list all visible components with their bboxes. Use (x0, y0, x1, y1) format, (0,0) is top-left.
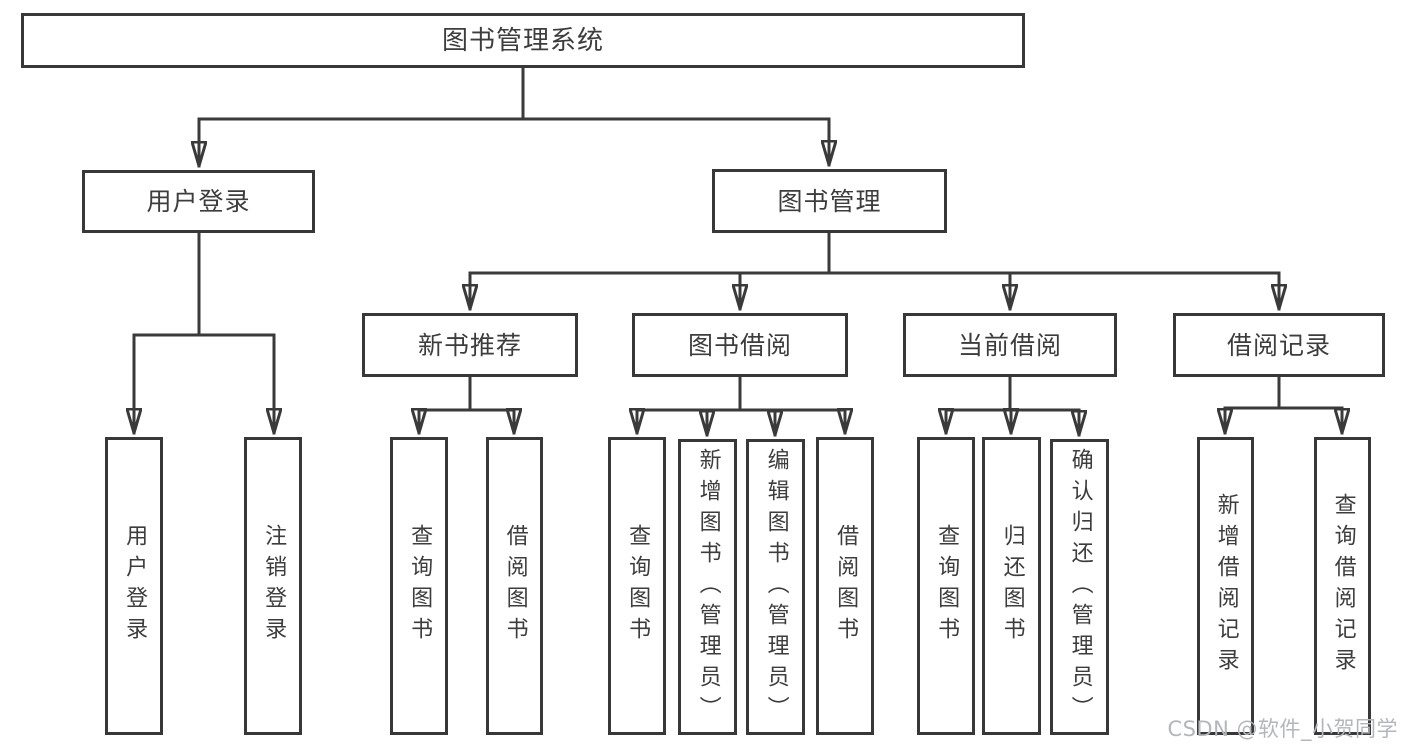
watermark: CSDN @软件_小贺同学 (1167, 717, 1398, 741)
node-label: 借阅图书 (502, 524, 528, 648)
connector-new-book-rail (417, 375, 516, 412)
leaf-query-books-current: 查询图书 (917, 437, 975, 735)
leaf-logout: 注销登录 (244, 437, 302, 735)
connector-current-borrow-rail (944, 375, 1081, 412)
node-label: 新增借阅记录 (1213, 493, 1239, 679)
node-label: 图书借阅 (687, 330, 792, 360)
leaf-confirm-return-admin: 确认归还（管理员） (1050, 439, 1109, 735)
leaf-borrow-books-recommend: 借阅图书 (486, 437, 543, 735)
node-label: 图书管理系统 (441, 25, 604, 56)
node-label: 用户登录 (122, 524, 148, 648)
node-label: 查询图书 (625, 524, 651, 648)
node-book-borrow: 图书借阅 (632, 313, 848, 377)
connector-book-management-rail (468, 231, 1281, 275)
node-label: 当前借阅 (957, 330, 1062, 360)
node-label: 编辑图书（管理员） (763, 447, 789, 727)
node-label: 借阅图书 (833, 524, 859, 648)
node-label: 用户登录 (146, 187, 251, 216)
leaf-user-login: 用户登录 (105, 437, 163, 735)
leaf-query-books-borrow: 查询图书 (608, 437, 666, 735)
node-current-borrow: 当前借阅 (903, 313, 1117, 377)
leaf-add-borrow-record: 新增借阅记录 (1197, 437, 1254, 735)
node-label: 查询借阅记录 (1330, 493, 1356, 679)
node-label: 注销登录 (261, 524, 287, 648)
node-label: 图书管理 (777, 186, 882, 216)
connector-book-borrow-rail (635, 375, 847, 412)
leaf-query-books-recommend: 查询图书 (390, 437, 448, 735)
node-new-book-recommend: 新书推荐 (362, 313, 578, 377)
node-label: 新书推荐 (417, 330, 522, 360)
node-label: 查询图书 (934, 524, 960, 648)
leaf-return-book: 归还图书 (982, 437, 1041, 735)
leaf-edit-book-admin: 编辑图书（管理员） (746, 439, 805, 735)
node-label: 归还图书 (999, 524, 1025, 648)
connector-borrow-records-rail (1223, 375, 1344, 410)
connector-user-login-rail (132, 231, 276, 337)
leaf-query-borrow-record: 查询借阅记录 (1314, 437, 1371, 735)
node-label: 新增图书（管理员） (695, 447, 721, 727)
node-borrow-records: 借阅记录 (1173, 313, 1385, 377)
leaf-borrow-books: 借阅图书 (816, 437, 874, 735)
node-label: 查询图书 (407, 524, 433, 648)
connector-root-rail (197, 66, 831, 121)
leaf-add-book-admin: 新增图书（管理员） (678, 439, 737, 735)
node-book-management: 图书管理 (712, 169, 947, 233)
node-label: 借阅记录 (1226, 330, 1331, 360)
node-label: 确认归还（管理员） (1067, 447, 1093, 727)
node-user-login: 用户登录 (82, 170, 315, 233)
node-library-management-system: 图书管理系统 (21, 13, 1025, 68)
